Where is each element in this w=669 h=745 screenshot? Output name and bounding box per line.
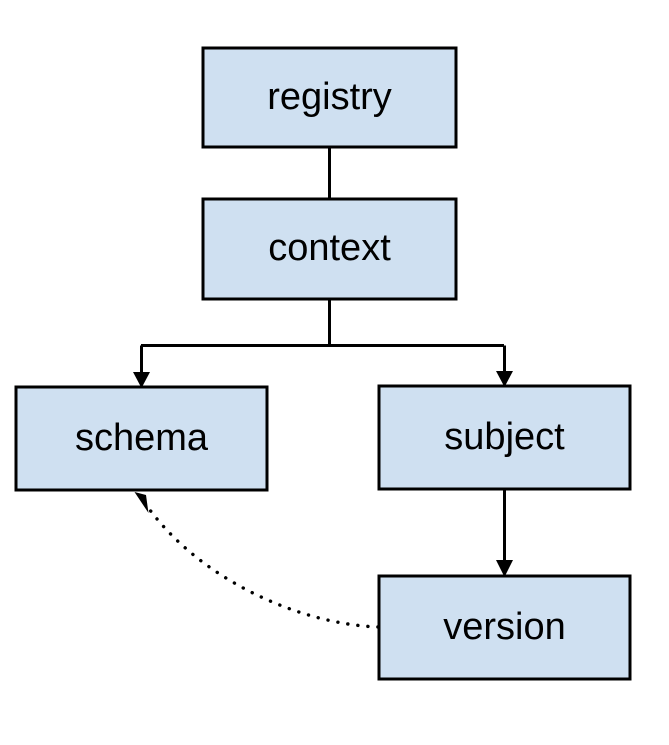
arrow-head-schema xyxy=(133,372,150,388)
node-registry-label: registry xyxy=(267,76,392,118)
node-schema-box[interactable] xyxy=(14,385,269,492)
edge-dotted-version-schema xyxy=(145,504,380,629)
edge-context-to-schema xyxy=(133,345,150,388)
node-schema-label: schema xyxy=(75,417,209,459)
node-subject-label: subject xyxy=(444,416,565,458)
node-context-label: context xyxy=(268,227,391,269)
node-schema[interactable]: schema xyxy=(14,385,269,492)
node-context[interactable]: context xyxy=(201,197,458,301)
node-version-label: version xyxy=(443,606,566,648)
node-registry-box[interactable] xyxy=(201,46,458,149)
node-subject[interactable]: subject xyxy=(377,384,632,491)
edge-context-to-subject xyxy=(496,345,513,387)
edge-context-fork xyxy=(141,299,504,347)
edge-version-to-schema xyxy=(134,492,380,629)
node-version-box[interactable] xyxy=(377,574,632,681)
arrow-head-subject xyxy=(496,371,513,387)
node-version[interactable]: version xyxy=(377,574,632,681)
arrow-head-schema-dotted xyxy=(134,492,149,513)
node-subject-box[interactable] xyxy=(377,384,632,491)
node-context-box[interactable] xyxy=(201,197,458,301)
node-registry[interactable]: registry xyxy=(201,46,458,149)
edge-subject-to-version xyxy=(496,489,513,577)
arrow-head-version xyxy=(496,560,513,577)
